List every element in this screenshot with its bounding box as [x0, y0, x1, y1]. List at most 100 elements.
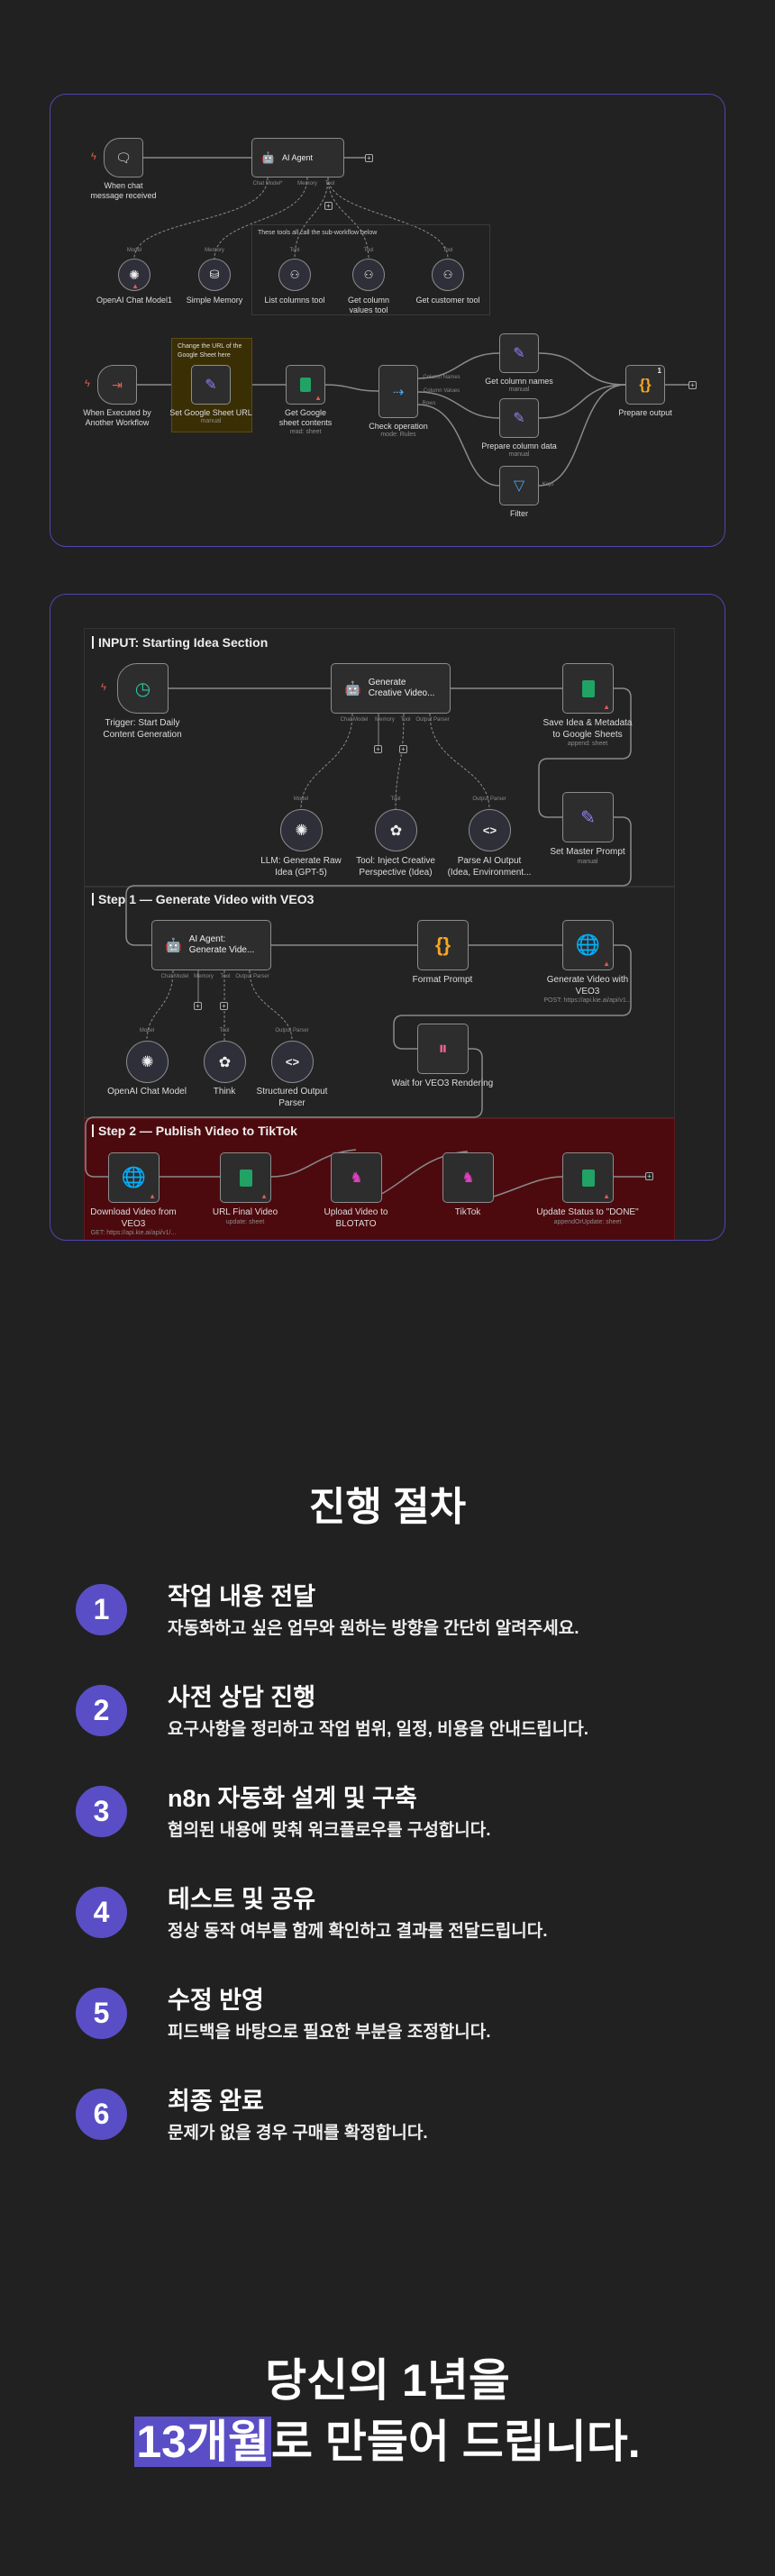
- add-node-button[interactable]: +: [688, 381, 697, 389]
- tool-node[interactable]: ⚇: [278, 259, 311, 291]
- step-title: 수정 반영: [168, 1987, 264, 2014]
- output-label: Column Values: [423, 388, 460, 394]
- trigger-bolt-icon: ϟ: [101, 682, 106, 693]
- tools-note-text: These tools all call the sub-workflow be…: [258, 230, 378, 236]
- node-label: TikTok: [454, 1207, 481, 1217]
- node-label: List columns tool: [264, 296, 325, 305]
- step-title: 작업 내용 전달: [168, 1583, 316, 1610]
- headline-line-1: 당신의 1년을: [265, 2355, 510, 2406]
- tiktok-node[interactable]: ♞: [442, 1152, 494, 1203]
- node-label: Think: [213, 1087, 236, 1097]
- wait-node[interactable]: ⏸: [417, 1024, 469, 1074]
- filter-node[interactable]: ▽: [499, 466, 539, 505]
- process-title: 진행 절차: [308, 1485, 467, 1529]
- group-title: Step 1 — Generate Video with VEO3: [92, 893, 314, 906]
- node-label-text: Get column names: [485, 377, 553, 386]
- node-label-text: Prepare column data: [481, 441, 557, 451]
- tool-node[interactable]: ⚇: [352, 259, 385, 291]
- download-video-node[interactable]: 🌐▲: [108, 1152, 160, 1203]
- node-sublabel: manual: [577, 858, 598, 865]
- node-label: Generate Creative Video...: [368, 678, 435, 698]
- node-label: Trigger: Start Daily Content Generation: [103, 718, 182, 740]
- ai-agent-node[interactable]: 🤖 AI Agent: [251, 138, 344, 177]
- globe-icon: 🌐: [575, 933, 601, 956]
- openai-model-node[interactable]: ✺▲: [118, 259, 150, 291]
- openai-icon: ✺: [129, 267, 140, 282]
- upload-blotato-node[interactable]: ♞: [331, 1152, 382, 1203]
- get-column-names-node[interactable]: ✎: [499, 333, 539, 373]
- ai-agent-label: AI Agent: [281, 152, 313, 162]
- get-sheet-node[interactable]: ▲: [286, 365, 325, 405]
- node-label-text: Download Video from VEO3: [90, 1207, 177, 1229]
- set-master-prompt-node[interactable]: ✎: [562, 792, 614, 842]
- warning-icon: ▲: [603, 1192, 610, 1200]
- check-operation-node[interactable]: ⇢: [378, 365, 418, 418]
- format-prompt-node[interactable]: {}: [417, 920, 469, 970]
- step-title: 테스트 및 공유: [168, 1886, 316, 1913]
- generate-creative-agent-node[interactable]: 🤖 Generate Creative Video...: [331, 663, 451, 714]
- database-icon: ⛁: [209, 268, 220, 281]
- node-label: Parse AI Output (Idea, Environment...: [447, 856, 532, 878]
- save-idea-node[interactable]: ▲: [562, 663, 614, 714]
- port-label: Memory: [297, 181, 317, 187]
- chat-trigger-label: When chat message received: [90, 181, 157, 201]
- code-braces-icon: {}: [434, 933, 451, 956]
- port-label: Model: [126, 248, 142, 253]
- openai-model-node[interactable]: ✺: [126, 1041, 169, 1083]
- signpost-icon: ⇢: [392, 384, 405, 400]
- code-icon: <>: [482, 824, 497, 837]
- llm-node[interactable]: ✺: [280, 809, 323, 851]
- node-sublabel: appendOrUpdate: sheet: [553, 1218, 622, 1225]
- add-memory-button[interactable]: +: [194, 1002, 202, 1010]
- add-tool-button[interactable]: +: [324, 202, 333, 210]
- node-label-text: Get Google sheet contents: [278, 408, 333, 428]
- node-label: Prepare output: [618, 408, 672, 417]
- add-memory-button[interactable]: +: [374, 745, 382, 753]
- memory-node[interactable]: ⛁: [198, 259, 231, 291]
- add-tool-button[interactable]: +: [399, 745, 407, 753]
- exec-trigger-node[interactable]: ⇥: [97, 365, 137, 405]
- update-status-node[interactable]: ▲: [562, 1152, 614, 1203]
- workflow-icon: ⚇: [289, 269, 300, 281]
- node-label: Structured Output Parser: [256, 1087, 328, 1108]
- add-node-button[interactable]: +: [365, 154, 373, 162]
- step-number: 4: [76, 1887, 127, 1938]
- add-tool-button[interactable]: +: [220, 1002, 228, 1010]
- node-label: Upload Video to BLOTATO: [324, 1207, 388, 1229]
- pause-icon: ⏸: [438, 1038, 448, 1059]
- robot-icon: 🤖: [344, 681, 361, 696]
- step-title: 사전 상담 진행: [168, 1684, 316, 1711]
- node-label-text: Save Idea & Metadata to Google Sheets: [542, 718, 633, 740]
- url-final-video-node[interactable]: ▲: [220, 1152, 271, 1203]
- set-sheet-url-node[interactable]: ✎: [191, 365, 231, 405]
- think-tool-node[interactable]: ✿: [375, 809, 417, 851]
- warning-icon: ▲: [260, 1192, 268, 1200]
- schedule-trigger-node[interactable]: ◷: [117, 663, 169, 714]
- pencil-icon: ✎: [205, 378, 217, 393]
- node-label: Get column values tool: [347, 296, 390, 315]
- add-node-button[interactable]: +: [645, 1172, 653, 1180]
- structured-parser-node[interactable]: <>: [271, 1041, 314, 1083]
- prepare-output-node[interactable]: {}1: [625, 365, 665, 405]
- node-label-text: Generate Video with VEO3: [546, 975, 629, 997]
- node-label: Get customer tool: [415, 296, 480, 305]
- port-label: Output Parser: [415, 717, 450, 723]
- node-label: Simple Memory: [186, 296, 243, 305]
- port-label: Memory: [375, 717, 395, 723]
- tool-node[interactable]: ⚇: [432, 259, 464, 291]
- think-node[interactable]: ✿: [204, 1041, 246, 1083]
- ai-agent-veo-node[interactable]: 🤖AI Agent: Generate Vide...: [151, 920, 271, 970]
- node-sublabel: read: sheet: [289, 428, 322, 435]
- chat-trigger-node[interactable]: 🗨: [104, 138, 143, 177]
- warning-icon: ▲: [149, 1192, 156, 1200]
- output-parser-node[interactable]: <>: [469, 809, 511, 851]
- prepare-column-data-node[interactable]: ✎: [499, 398, 539, 438]
- generate-video-node[interactable]: 🌐▲: [562, 920, 614, 970]
- group-title: INPUT: Starting Idea Section: [92, 636, 268, 649]
